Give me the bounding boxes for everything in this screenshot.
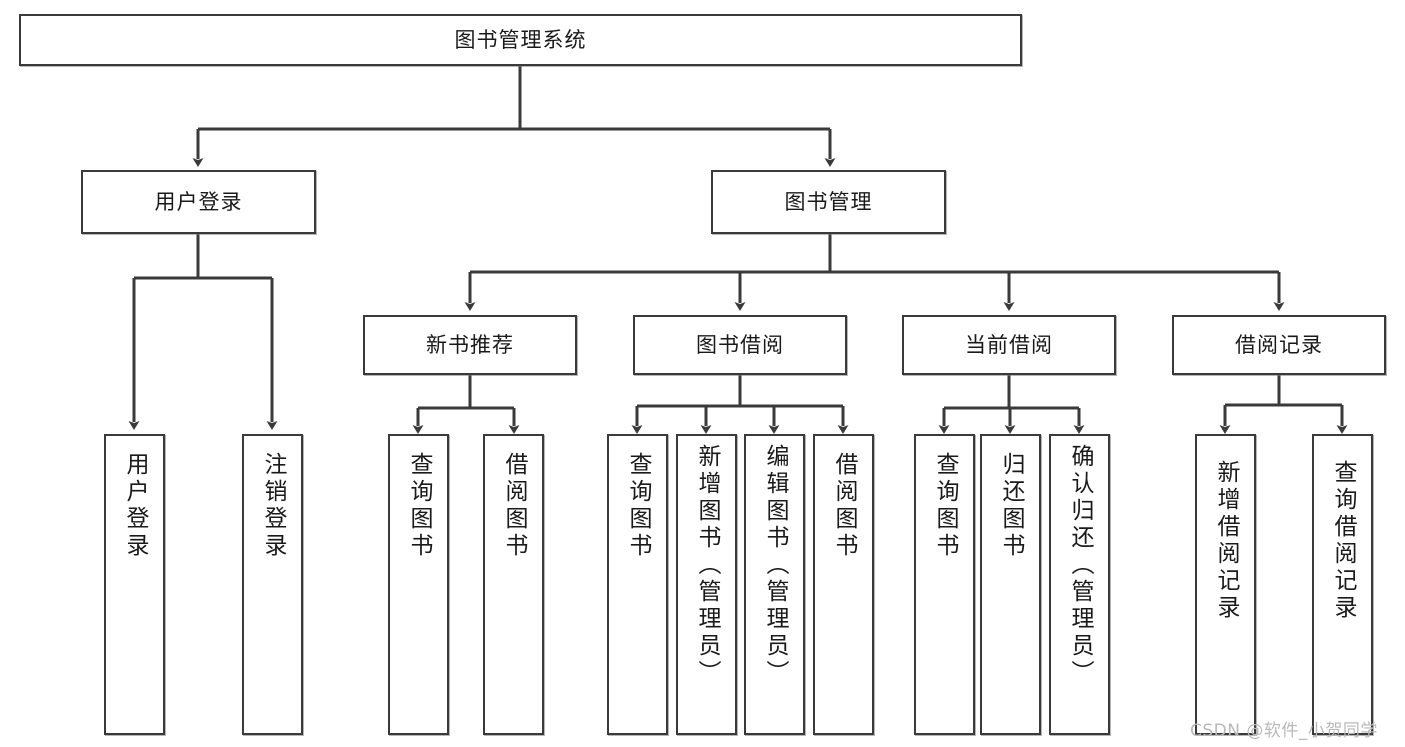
leaf-edit-book[interactable]: 编辑图书（管理员） xyxy=(744,434,805,735)
leaf-query-book-1-label: 查询图书 xyxy=(406,452,432,560)
leaf-add-book-label: 新增图书（管理员） xyxy=(694,444,720,687)
leaf-user-login[interactable]: 用户登录 xyxy=(104,434,165,735)
node-book-borrow-label: 图书借阅 xyxy=(696,332,784,357)
node-root[interactable]: 图书管理系统 xyxy=(19,14,1022,66)
leaf-query-book-3[interactable]: 查询图书 xyxy=(914,434,975,735)
node-user-login-label: 用户登录 xyxy=(154,189,243,214)
leaf-confirm-return[interactable]: 确认归还（管理员） xyxy=(1049,434,1110,735)
node-borrow-record[interactable]: 借阅记录 xyxy=(1172,315,1386,375)
leaf-add-record[interactable]: 新增借阅记录 xyxy=(1195,434,1256,735)
leaf-logout-login[interactable]: 注销登录 xyxy=(242,434,303,735)
leaf-query-book-2[interactable]: 查询图书 xyxy=(607,434,668,735)
leaf-logout-login-label: 注销登录 xyxy=(260,452,286,560)
node-current-borrow-label: 当前借阅 xyxy=(965,332,1053,357)
leaf-add-record-label: 新增借阅记录 xyxy=(1213,460,1239,622)
node-root-label: 图书管理系统 xyxy=(454,27,587,52)
node-user-login[interactable]: 用户登录 xyxy=(81,170,316,234)
node-current-borrow[interactable]: 当前借阅 xyxy=(902,315,1116,375)
leaf-query-book-3-label: 查询图书 xyxy=(932,452,958,560)
watermark-csdn: CSDN @软件_小贺同学 xyxy=(1190,721,1378,741)
node-book-manage[interactable]: 图书管理 xyxy=(711,170,946,234)
leaf-user-login-label: 用户登录 xyxy=(122,452,148,560)
leaf-add-book[interactable]: 新增图书（管理员） xyxy=(676,434,737,735)
node-book-borrow[interactable]: 图书借阅 xyxy=(633,315,847,375)
leaf-query-record[interactable]: 查询借阅记录 xyxy=(1312,434,1373,735)
leaf-borrow-book-2-label: 借阅图书 xyxy=(831,452,857,560)
leaf-confirm-return-label: 确认归还（管理员） xyxy=(1067,444,1093,687)
leaf-return-book-label: 归还图书 xyxy=(998,452,1024,560)
leaf-borrow-book-1-label: 借阅图书 xyxy=(501,452,527,560)
leaf-query-book-1[interactable]: 查询图书 xyxy=(388,434,449,735)
leaf-borrow-book-1[interactable]: 借阅图书 xyxy=(483,434,544,735)
node-new-book-recommend[interactable]: 新书推荐 xyxy=(363,315,577,375)
node-book-manage-label: 图书管理 xyxy=(784,189,873,214)
node-borrow-record-label: 借阅记录 xyxy=(1235,332,1323,357)
leaf-return-book[interactable]: 归还图书 xyxy=(980,434,1041,735)
leaf-query-book-2-label: 查询图书 xyxy=(625,452,651,560)
leaf-borrow-book-2[interactable]: 借阅图书 xyxy=(813,434,874,735)
leaf-query-record-label: 查询借阅记录 xyxy=(1330,460,1356,622)
leaf-edit-book-label: 编辑图书（管理员） xyxy=(762,444,788,687)
node-new-book-recommend-label: 新书推荐 xyxy=(426,332,514,357)
